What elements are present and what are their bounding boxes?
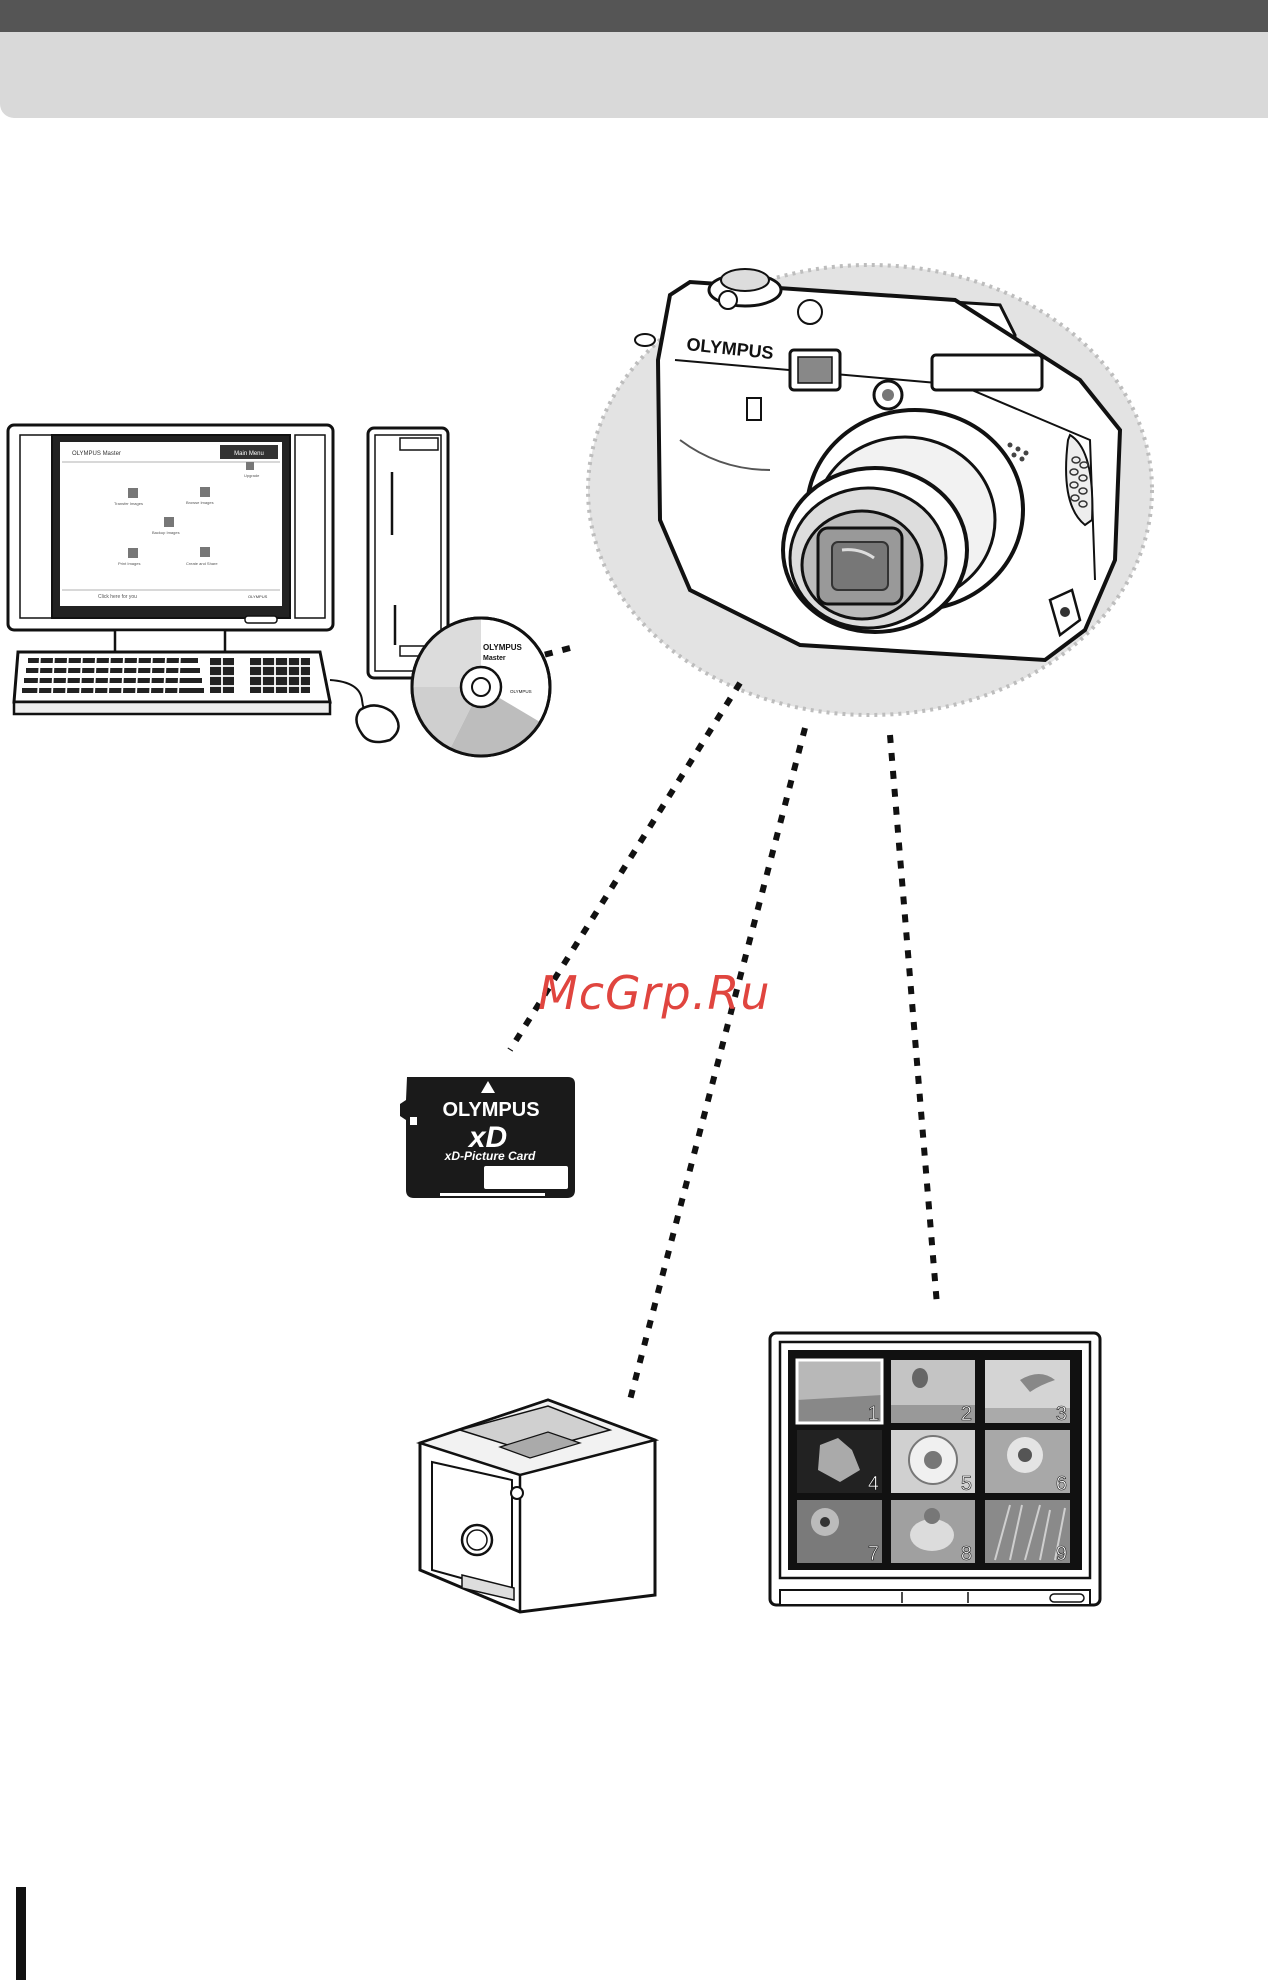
- thumb-label: 9: [1056, 1543, 1067, 1565]
- thumb-label: 3: [1056, 1403, 1067, 1425]
- computer-icon: Main Menu OLYMPUS Master Transfer Images…: [8, 425, 448, 742]
- svg-text:Create and Share: Create and Share: [186, 561, 218, 566]
- thumb-label: 1: [868, 1403, 879, 1425]
- svg-text:Browse Images: Browse Images: [186, 500, 214, 505]
- page-edge-bar: [16, 1887, 26, 1980]
- card-label: xD-Picture Card: [444, 1149, 536, 1163]
- svg-text:Upgrade: Upgrade: [244, 473, 260, 478]
- line-camera-printer: [630, 728, 805, 1400]
- cd-small-brand: OLYMPUS: [510, 689, 532, 694]
- xd-card-icon: OLYMPUS xD xD-Picture Card: [400, 1077, 575, 1198]
- thumb-label: 8: [961, 1543, 972, 1565]
- svg-text:Transfer Images: Transfer Images: [114, 501, 143, 506]
- cd-product: Master: [483, 655, 506, 662]
- svg-text:OLYMPUS: OLYMPUS: [248, 594, 268, 599]
- line-camera-tv: [890, 735, 937, 1305]
- card-brand: OLYMPUS: [442, 1099, 539, 1121]
- screen-title: OLYMPUS Master: [72, 451, 121, 457]
- thumb-label: 5: [961, 1473, 972, 1495]
- printer-icon: [420, 1400, 655, 1612]
- thumb-label: 2: [961, 1403, 972, 1425]
- cd-brand: OLYMPUS: [483, 643, 522, 652]
- thumb-label: 6: [1056, 1473, 1067, 1495]
- thumb-label: 7: [868, 1543, 879, 1565]
- connection-lines: [430, 648, 937, 1400]
- screen-button: Main Menu: [234, 451, 264, 457]
- svg-text:Click here for you: Click here for you: [98, 594, 137, 600]
- thumb-label: 4: [868, 1473, 879, 1495]
- watermark: McGrp.Ru: [538, 966, 770, 1020]
- tv-icon: 1 2 3 4 5 6 7 8 9: [770, 1333, 1100, 1605]
- cd-icon: OLYMPUS Master OLYMPUS: [412, 618, 550, 756]
- tv-thumbnail-grid: [797, 1360, 1070, 1563]
- svg-text:Backup Images: Backup Images: [152, 530, 180, 535]
- svg-text:Print Images: Print Images: [118, 561, 140, 566]
